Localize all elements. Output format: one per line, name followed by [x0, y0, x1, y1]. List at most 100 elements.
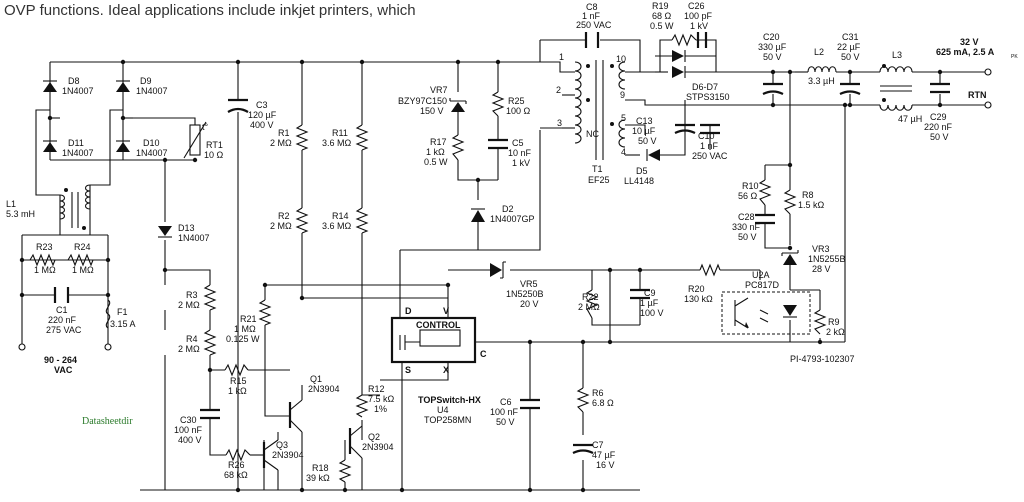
svg-text:R18: R18 — [312, 463, 329, 473]
svg-text:1 kV: 1 kV — [512, 158, 530, 168]
svg-text:RT1: RT1 — [206, 140, 223, 150]
svg-text:2 MΩ: 2 MΩ — [178, 300, 200, 310]
svg-text:47 µH: 47 µH — [898, 114, 922, 124]
resistor-r1: R1 2 MΩ — [270, 124, 309, 151]
svg-text:D9: D9 — [140, 76, 152, 86]
svg-text:R14: R14 — [332, 211, 349, 221]
thermistor-rt1: t° RT1 10 Ω — [183, 121, 224, 160]
svg-text:C1: C1 — [56, 305, 68, 315]
svg-text:400 V: 400 V — [250, 120, 274, 130]
figure-id: PI-4793-102307 — [790, 354, 855, 364]
inductor-l3: L3 47 µH — [879, 50, 922, 124]
svg-text:VR5: VR5 — [520, 279, 538, 289]
svg-text:1 kΩ: 1 kΩ — [426, 147, 445, 157]
resistor-r8: R8 1.5 kΩ — [783, 189, 825, 215]
svg-text:NC: NC — [586, 129, 599, 139]
ic-u4-topswitch: CONTROL D V S X C TOPSwitch-HX U4 TOP258… — [390, 306, 487, 425]
svg-text:D2: D2 — [502, 204, 514, 214]
svg-text:C31: C31 — [842, 32, 859, 42]
svg-text:1N4007: 1N4007 — [136, 148, 168, 158]
svg-text:R10: R10 — [742, 181, 759, 191]
svg-text:2: 2 — [556, 85, 561, 95]
svg-text:C5: C5 — [512, 138, 524, 148]
svg-text:1N5250B: 1N5250B — [506, 289, 544, 299]
svg-text:D8: D8 — [68, 76, 80, 86]
svg-text:100 nF: 100 nF — [174, 425, 203, 435]
svg-text:50 V: 50 V — [638, 136, 657, 146]
svg-text:R4: R4 — [186, 334, 198, 344]
svg-text:9: 9 — [620, 90, 625, 100]
svg-text:R20: R20 — [688, 284, 705, 294]
svg-text:R9: R9 — [828, 317, 840, 327]
svg-text:120 µF: 120 µF — [248, 110, 277, 120]
svg-text:CONTROL: CONTROL — [416, 320, 461, 330]
svg-text:R21: R21 — [240, 314, 257, 324]
diode-d13: D13 1N4007 — [158, 223, 210, 243]
svg-text:220 nF: 220 nF — [48, 315, 77, 325]
svg-text:16 V: 16 V — [596, 460, 615, 470]
svg-text:6.8 Ω: 6.8 Ω — [592, 398, 614, 408]
svg-text:3.3 µH: 3.3 µH — [808, 76, 835, 86]
resistor-r26: R26 68 kΩ — [224, 448, 251, 480]
svg-text:330 nF: 330 nF — [732, 222, 761, 232]
svg-text:VAC: VAC — [54, 365, 73, 375]
svg-text:5.3 mH: 5.3 mH — [6, 209, 35, 219]
svg-text:C: C — [480, 349, 487, 359]
svg-text:7.5 kΩ: 7.5 kΩ — [368, 394, 395, 404]
svg-text:1 MΩ: 1 MΩ — [72, 265, 94, 275]
svg-text:R12: R12 — [368, 384, 385, 394]
svg-text:10 nF: 10 nF — [508, 148, 532, 158]
svg-text:1 MΩ: 1 MΩ — [234, 324, 256, 334]
svg-text:0.5 W: 0.5 W — [650, 21, 674, 31]
capacitor-c26: C26 100 pF 1 kV — [684, 1, 713, 48]
capacitor-c5: C5 10 nF 1 kV — [488, 138, 532, 168]
svg-text:1 nF: 1 nF — [582, 11, 601, 21]
svg-text:50 V: 50 V — [738, 232, 757, 242]
svg-text:220 nF: 220 nF — [924, 122, 953, 132]
resistor-r22: R22 2 MΩ — [578, 289, 600, 319]
diode-d8: D8 1N4007 — [43, 76, 94, 96]
resistor-r20: R20 130 kΩ — [684, 263, 721, 304]
transistor-q3: Q3 2N3904 — [262, 432, 304, 490]
ac-input-terminals: 90 - 264 VAC — [18, 343, 112, 375]
svg-text:250 VAC: 250 VAC — [692, 151, 728, 161]
svg-text:t°: t° — [202, 122, 209, 132]
svg-text:R22: R22 — [582, 292, 599, 302]
svg-text:STPS3150: STPS3150 — [686, 92, 730, 102]
svg-text:C8: C8 — [586, 2, 598, 12]
svg-text:C9: C9 — [644, 288, 656, 298]
zener-vr3: VR3 1N5255B 28 V — [781, 244, 846, 274]
capacitor-c9: C9 1 µF 100 V — [630, 288, 664, 318]
svg-text:50 V: 50 V — [763, 52, 782, 62]
diode-d11: D11 1N4007 — [43, 138, 94, 158]
resistor-r9: R9 2 kΩ — [813, 309, 845, 337]
svg-text:L1: L1 — [6, 199, 16, 209]
svg-text:400 V: 400 V — [178, 435, 202, 445]
svg-text:1N4007: 1N4007 — [136, 86, 168, 96]
svg-text:1: 1 — [559, 52, 564, 62]
svg-text:2 MΩ: 2 MΩ — [578, 302, 600, 312]
resistor-r15: R15 1 kΩ — [224, 363, 249, 396]
svg-text:Q1: Q1 — [310, 374, 322, 384]
svg-text:X: X — [443, 365, 449, 375]
svg-text:56 Ω: 56 Ω — [738, 191, 758, 201]
fuse-f1: F1 3.15 A — [105, 299, 136, 329]
svg-text:C30: C30 — [180, 415, 197, 425]
svg-text:RTN: RTN — [968, 90, 987, 100]
svg-text:VR7: VR7 — [430, 85, 448, 95]
svg-text:2 MΩ: 2 MΩ — [270, 138, 292, 148]
transformer-t1: 1 2 3 NC 5 4 10 9 T1 EF25 — [556, 52, 626, 185]
resistor-r17: R17 1 kΩ 0.5 W — [424, 134, 465, 167]
capacitor-c10: C10 1 nF 250 VAC — [692, 123, 728, 161]
svg-text:U4: U4 — [437, 405, 449, 415]
svg-text:C10: C10 — [698, 131, 715, 141]
resistor-r25: R25 100 Ω — [491, 91, 531, 117]
svg-text:C13: C13 — [636, 116, 653, 126]
zener-vr5: VR5 1N5250B 20 V — [490, 261, 544, 309]
svg-text:LL4148: LL4148 — [624, 176, 654, 186]
svg-text:R24: R24 — [74, 242, 91, 252]
wires — [21, 39, 985, 491]
svg-text:S: S — [405, 365, 411, 375]
svg-text:28 V: 28 V — [812, 264, 831, 274]
svg-text:Q3: Q3 — [276, 440, 288, 450]
